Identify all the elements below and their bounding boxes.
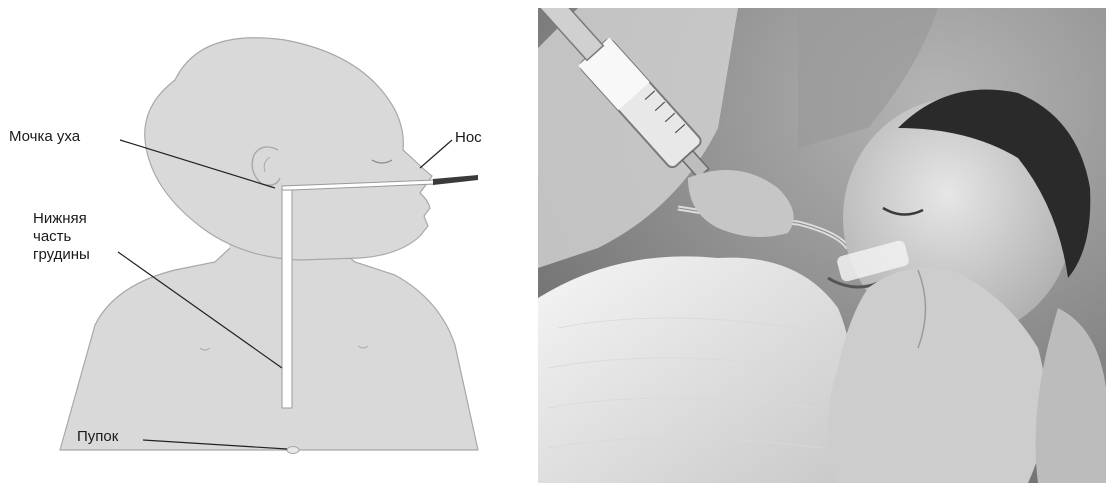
label-sternum-line3: грудины [33,246,90,264]
nose-leader [420,140,452,168]
blanket [538,256,853,483]
label-sternum-line1: Нижняя [33,210,90,228]
measurement-diagram: Мочка уха Нос Нижняя часть грудины Пупок [0,0,537,483]
photo-illustration [538,8,1106,483]
label-sternum-line2: часть [33,228,90,246]
label-nose: Нос [455,129,482,147]
feeding-tube [282,190,292,408]
infant-torso [60,248,478,450]
label-lower-sternum: Нижняя часть грудины [33,210,90,264]
navel-icon [287,447,299,454]
label-earlobe: Мочка уха [9,128,80,146]
infant-feeding-photo [538,8,1106,483]
label-navel: Пупок [77,428,118,446]
tube-tip [433,175,478,185]
